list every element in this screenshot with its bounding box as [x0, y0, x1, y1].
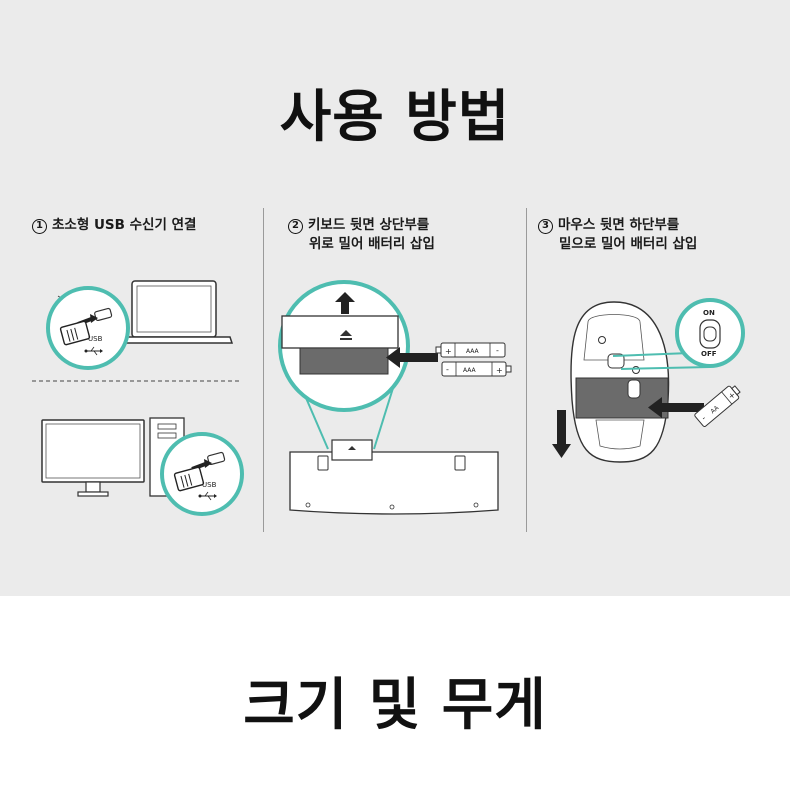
usb-symbol-icon-desktop: [198, 491, 217, 501]
step-1-label: 1 초소형 USB 수신기 연결: [32, 216, 196, 235]
section-title-size-weight: 크기 및 무게: [243, 673, 547, 738]
step-3-text-line2: 밑으로 밀어 배터리 삽입: [559, 236, 698, 252]
battery-2-label: AAA: [463, 367, 477, 374]
arrow-down-icon: [552, 410, 571, 458]
step-1-text: 초소형 USB 수신기 연결: [52, 217, 197, 233]
battery-1-plus: +: [445, 347, 452, 356]
switch-callout-line-right: [620, 366, 711, 370]
mouse-illustration: [570, 301, 670, 463]
usb-label-laptop: USB: [88, 335, 103, 343]
arrow-left-icon: [386, 347, 438, 368]
step-2-text-line2: 위로 밀어 배터리 삽입: [309, 236, 435, 252]
usb-receiver-zoom-laptop: USB: [46, 286, 130, 370]
usb-label-desktop: USB: [202, 481, 217, 489]
step-2-number: 2: [288, 219, 303, 234]
power-switch-zoom: ON OFF: [675, 298, 745, 368]
aa-battery: - AA +: [694, 385, 741, 427]
battery-1-label: AAA: [466, 348, 480, 355]
laptop-illustration: [57, 280, 234, 344]
switch-on-label: ON: [703, 309, 715, 317]
instruction-illustrations: USB USB: [32, 280, 745, 516]
step-3-label: 3 마우스 뒷면 하단부를 밑으로 밀어 배터리 삽입: [538, 216, 697, 254]
switch-off-label: OFF: [701, 350, 717, 358]
aa-battery-minus: -: [700, 414, 708, 423]
usb-receiver-zoom-desktop: USB: [160, 432, 244, 516]
step-2-text-line1: 키보드 뒷면 상단부를: [308, 217, 430, 233]
battery-2-minus: -: [446, 365, 449, 374]
aaa-battery-2: - AAA +: [441, 361, 512, 377]
arrow-left-icon-mouse: [648, 397, 704, 418]
step-3-text-line1: 마우스 뒷면 하단부를: [558, 217, 680, 233]
battery-1-minus: -: [496, 346, 499, 355]
page-title: 사용 방법: [279, 85, 511, 150]
column-divider-2: [526, 208, 527, 532]
arrow-up-icon: [335, 292, 355, 314]
aa-battery-plus: +: [726, 390, 737, 401]
aaa-battery-1: + AAA -: [435, 342, 506, 358]
keyboard-illustration: [289, 439, 499, 515]
aa-battery-label: AA: [709, 404, 721, 415]
step-1-number: 1: [32, 219, 47, 234]
keyboard-battery-zoom: [278, 280, 410, 412]
step-3-number: 3: [538, 219, 553, 234]
column-divider-1: [263, 208, 264, 532]
battery-2-plus: +: [496, 366, 503, 375]
switch-callout-line-left: [612, 352, 691, 357]
step-2-label: 2 키보드 뒷면 상단부를 위로 밀어 배터리 삽입: [288, 216, 435, 254]
usb-symbol-icon-laptop: [84, 346, 103, 356]
